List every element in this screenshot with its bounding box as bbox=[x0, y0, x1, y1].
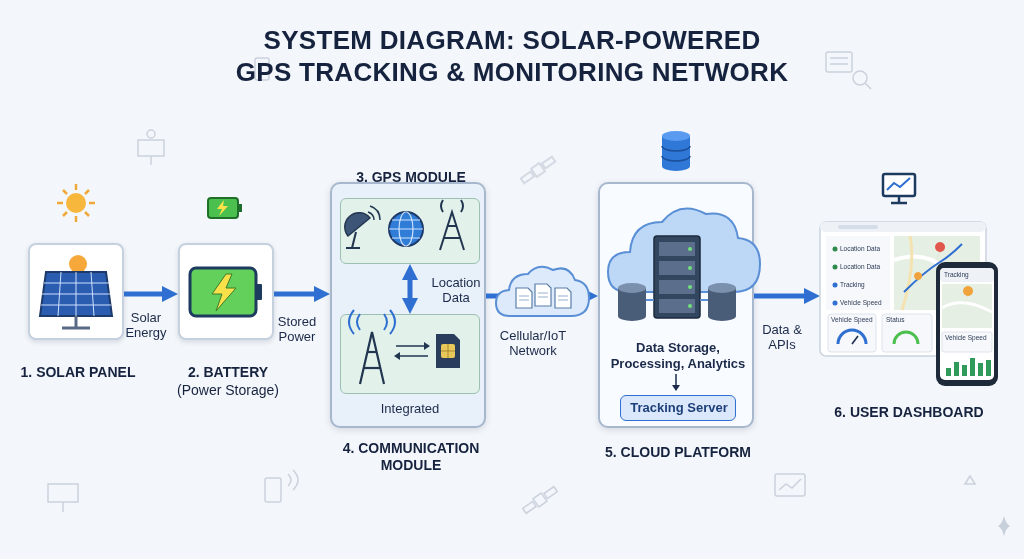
node-heading: 6. USER DASHBOARD bbox=[786, 404, 1024, 421]
dashboard-text: Location Data bbox=[840, 245, 880, 253]
bg-satellite-icon bbox=[522, 485, 559, 515]
battery-illustration bbox=[190, 268, 262, 316]
edge-label: Location Data bbox=[428, 275, 484, 305]
node-heading: 2. BATTERY bbox=[166, 364, 290, 381]
edge-label: Cellular/IoT Network bbox=[481, 328, 585, 358]
communication-module-panel: 4. COMMUNICATION MODULE bbox=[340, 314, 480, 394]
database-icon bbox=[662, 131, 690, 171]
node-heading: 4. COMMUNICATION MODULE bbox=[317, 440, 505, 474]
gps-module-panel: 3. GPS MODULE bbox=[340, 198, 480, 264]
dashboard-text: Tracking bbox=[944, 271, 969, 279]
node-text: Tracking Server bbox=[621, 396, 737, 419]
bg-solar-icon bbox=[48, 484, 78, 502]
edge-label: Data & APIs bbox=[752, 322, 812, 352]
bg-battery-icon bbox=[255, 58, 269, 80]
edge-label: Solar Energy bbox=[119, 310, 173, 340]
integrated-module-box: Integrated 3. GPS MODULE 4. COMMUNICATION … bbox=[330, 182, 486, 428]
flow-arrow bbox=[486, 294, 588, 299]
cloud-server-illustration bbox=[608, 209, 760, 391]
dashboard-text: Status bbox=[886, 316, 904, 324]
dashboard-text: Location Data bbox=[840, 263, 880, 271]
diagram-title: SYSTEM DIAGRAM: SOLAR-POWERED GPS TRACKI… bbox=[150, 24, 874, 88]
sparkle-mark bbox=[998, 516, 1010, 536]
monitor-icon bbox=[883, 174, 915, 203]
bg-server-icon bbox=[826, 52, 852, 72]
comm-icons bbox=[349, 310, 460, 384]
cloud-platform-box: Data Storage, Processing, Analytics5. CL… bbox=[598, 182, 754, 428]
solar-panel-box: 1. SOLAR PANEL bbox=[28, 243, 124, 340]
battery-icon bbox=[208, 198, 242, 218]
battery-box: 2. BATTERY(Power Storage) bbox=[178, 243, 274, 340]
bg-satellite-icon bbox=[520, 155, 557, 185]
sun-icon bbox=[57, 184, 95, 222]
bg-sim-icon bbox=[265, 478, 281, 502]
tracking-server-pill: Tracking Server bbox=[620, 395, 736, 421]
flow-arrow bbox=[754, 294, 810, 299]
node-heading: 1. SOLAR PANEL bbox=[16, 364, 140, 381]
dashboard-text: Vehicle Speed bbox=[840, 299, 882, 307]
flow-arrow bbox=[274, 292, 320, 297]
node-text: Integrated bbox=[332, 401, 488, 417]
node-text: (Power Storage) bbox=[158, 382, 298, 399]
gps-icons bbox=[345, 200, 464, 250]
flow-arrow bbox=[124, 292, 168, 297]
network-cloud-icon bbox=[496, 267, 589, 316]
bg-solar-icon bbox=[138, 140, 164, 156]
edge-label: Stored Power bbox=[270, 314, 324, 344]
bg-chart-icon bbox=[775, 474, 805, 496]
dashboard-text: Vehicle Speed bbox=[945, 334, 987, 342]
solar-panel-icon bbox=[40, 255, 112, 328]
node-heading: 3. GPS MODULE bbox=[327, 169, 495, 186]
dashboard-illustration bbox=[820, 222, 998, 386]
node-heading: 5. CLOUD PLATFORM bbox=[578, 444, 778, 461]
flow-arrow bbox=[408, 274, 413, 304]
node-text: Data Storage, Processing, Analytics bbox=[606, 340, 750, 372]
dashboard-text: Vehicle Speed bbox=[831, 316, 873, 324]
dashboard-text: Tracking bbox=[840, 281, 865, 289]
